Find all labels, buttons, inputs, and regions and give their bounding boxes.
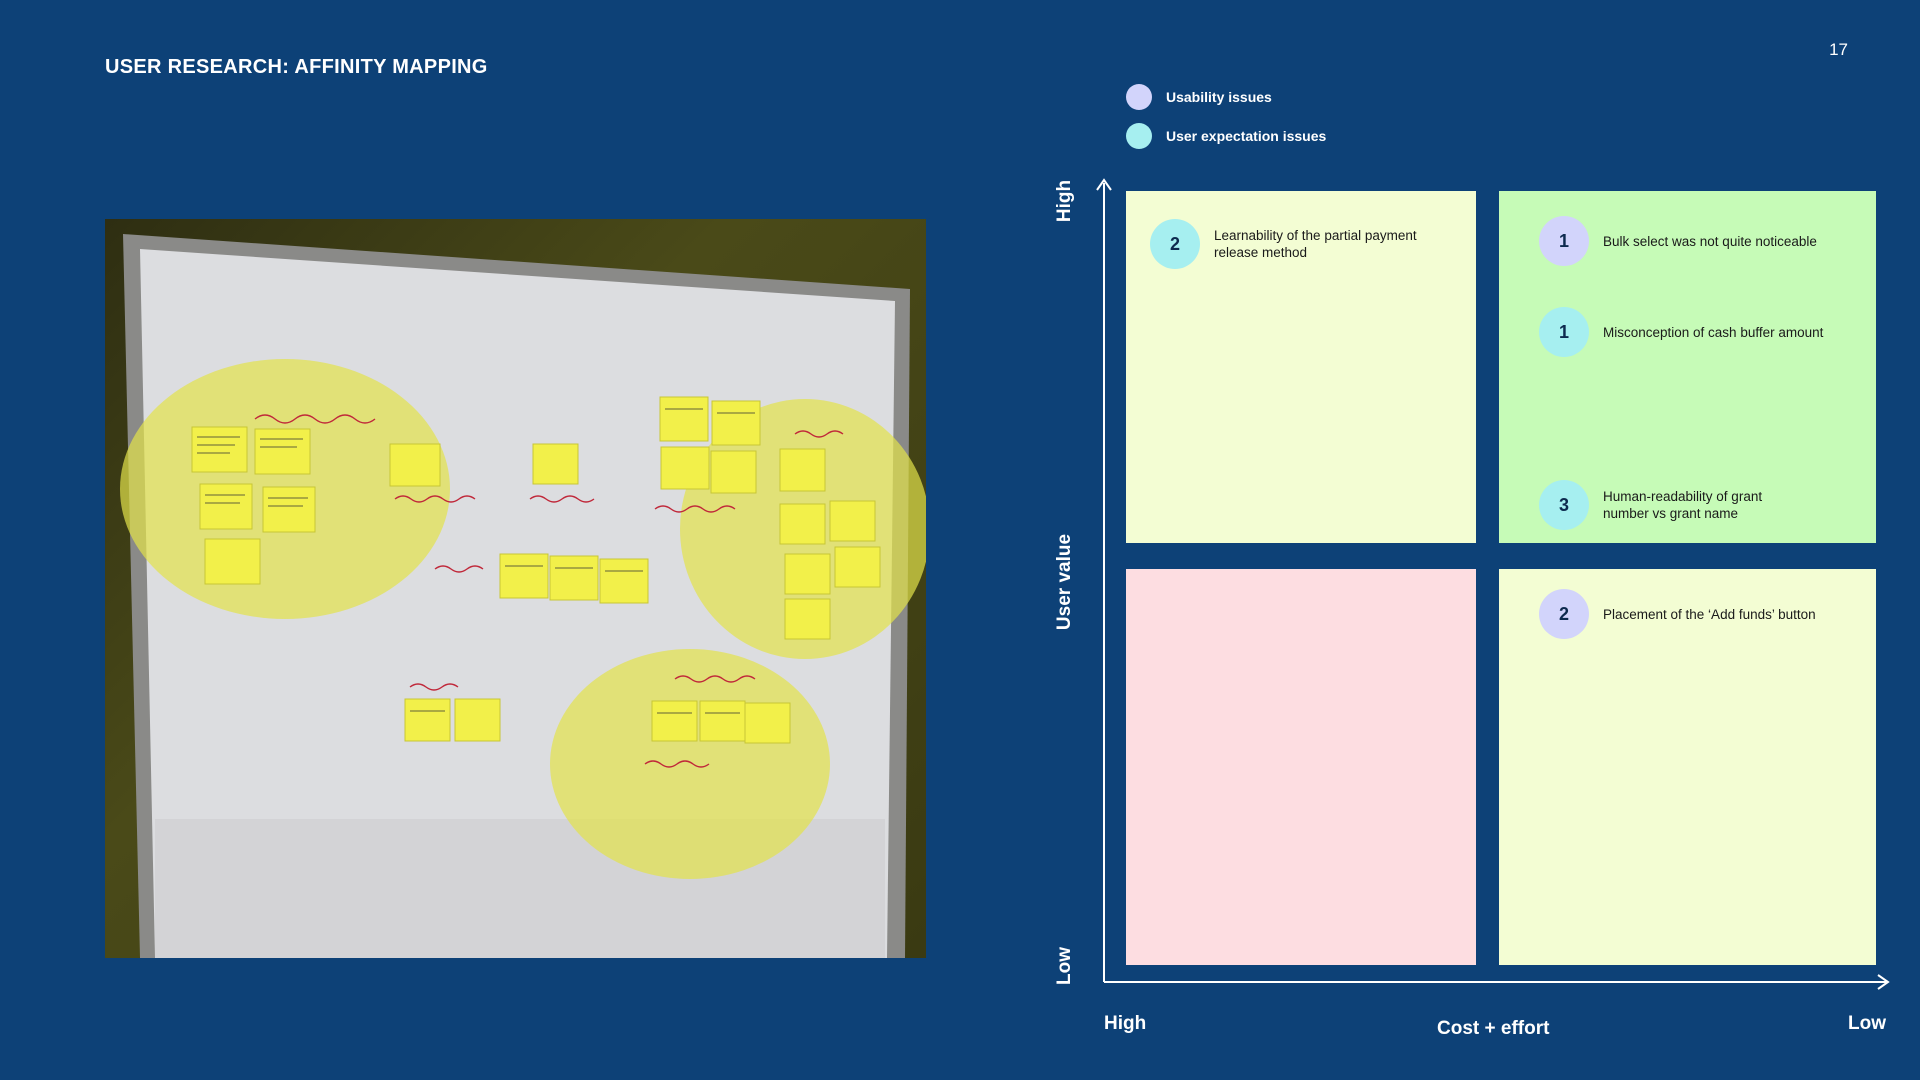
issue-label: Bulk select was not quite noticeable bbox=[1603, 233, 1817, 249]
issue-item: 2 Learnability of the partial payment re… bbox=[1150, 219, 1454, 269]
issue-label: Misconception of cash buffer amount bbox=[1603, 324, 1824, 340]
quadrant-high-value-high-cost: 2 Learnability of the partial payment re… bbox=[1126, 191, 1476, 543]
count-badge: 2 bbox=[1150, 219, 1200, 269]
issue-label: Placement of the ‘Add funds’ button bbox=[1603, 606, 1816, 622]
quadrant-low-value-low-cost: 2 Placement of the ‘Add funds’ button bbox=[1499, 569, 1876, 965]
usability-dot-icon bbox=[1126, 84, 1152, 110]
legend-label: User expectation issues bbox=[1166, 128, 1327, 144]
whiteboard-photo bbox=[105, 219, 926, 958]
issue-item: 1 Bulk select was not quite noticeable bbox=[1539, 216, 1883, 266]
legend: Usability issues User expectation issues bbox=[1126, 83, 1326, 161]
count-badge: 1 bbox=[1539, 307, 1589, 357]
issue-label: Human-readability of grant number vs gra… bbox=[1603, 489, 1763, 521]
quadrant-high-value-low-cost: 1 Bulk select was not quite noticeable 1… bbox=[1499, 191, 1876, 543]
issue-item: 1 Misconception of cash buffer amount bbox=[1539, 307, 1883, 357]
count-badge: 3 bbox=[1539, 480, 1589, 530]
y-axis-title: User value bbox=[1054, 533, 1075, 631]
legend-label: Usability issues bbox=[1166, 89, 1272, 105]
legend-item-usability: Usability issues bbox=[1126, 83, 1326, 111]
quadrant-low-value-high-cost bbox=[1126, 569, 1476, 965]
count-badge: 2 bbox=[1539, 589, 1589, 639]
x-axis-title: Cost + effort bbox=[1437, 1018, 1550, 1039]
y-axis-low-label: Low bbox=[1054, 947, 1075, 985]
legend-item-expectation: User expectation issues bbox=[1126, 122, 1326, 150]
x-axis-high-label: High bbox=[1104, 1013, 1147, 1034]
page-number: 17 bbox=[1829, 40, 1848, 59]
x-axis-low-label: Low bbox=[1848, 1013, 1886, 1034]
y-axis-high-label: High bbox=[1054, 179, 1075, 223]
issue-item: 2 Placement of the ‘Add funds’ button bbox=[1539, 589, 1883, 639]
issue-item: 3 Human-readability of grant number vs g… bbox=[1539, 480, 1803, 530]
count-badge: 1 bbox=[1539, 216, 1589, 266]
expectation-dot-icon bbox=[1126, 123, 1152, 149]
issue-label: Learnability of the partial payment rele… bbox=[1214, 228, 1417, 260]
slide-title: USER RESEARCH: AFFINITY MAPPING bbox=[105, 56, 488, 78]
